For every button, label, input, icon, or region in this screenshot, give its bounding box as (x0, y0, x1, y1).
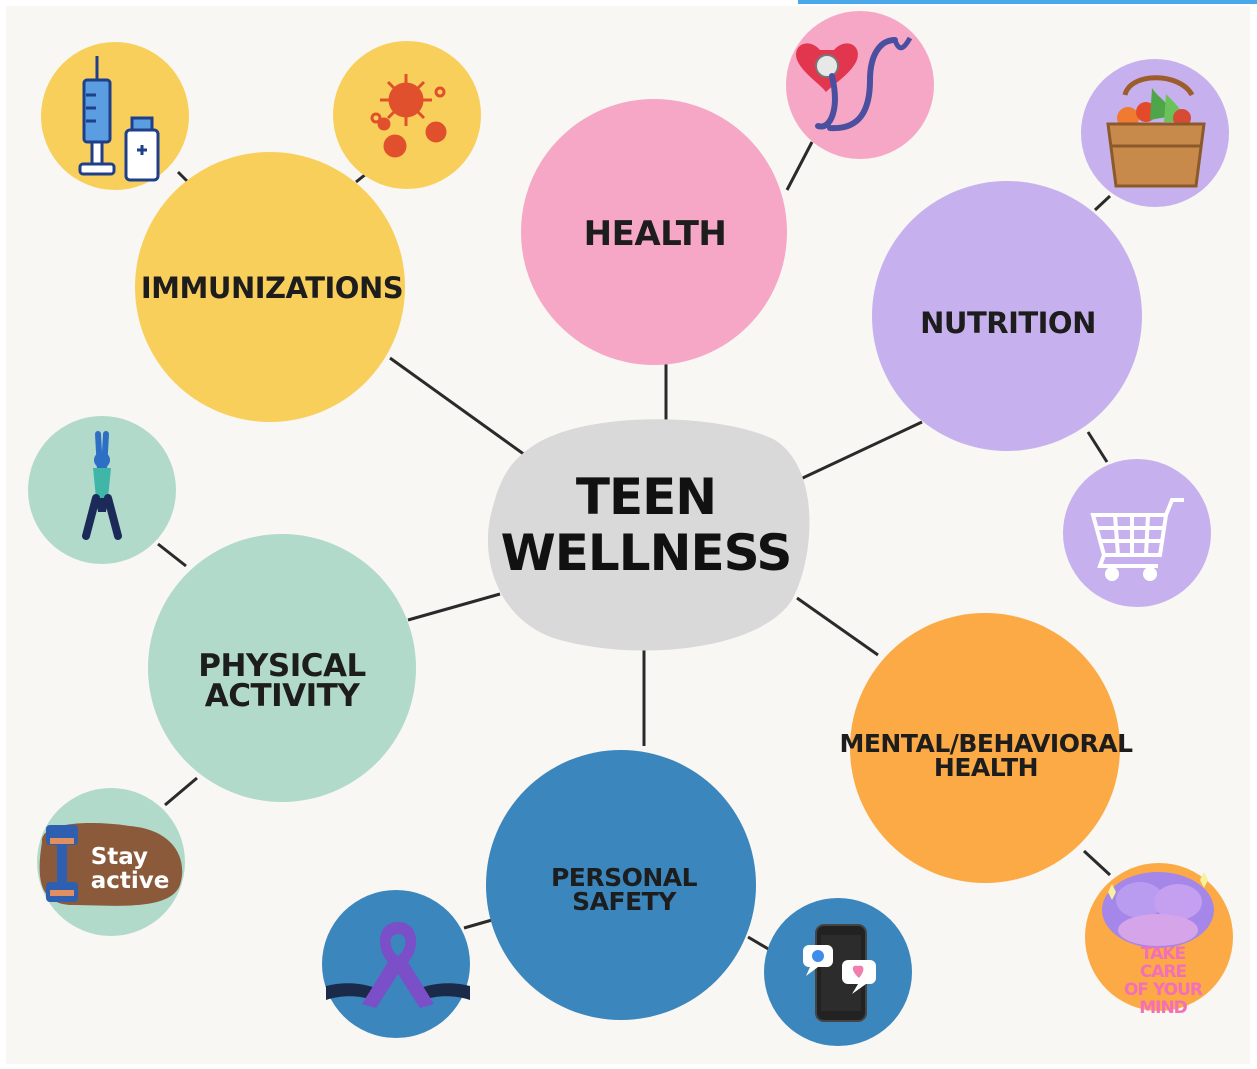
take-care-sticker: TAKE CARE OF YOUR MIND (1116, 945, 1210, 1017)
mental-health-label-line1: MENTAL/BEHAVIORAL (839, 729, 1133, 758)
connector-nutrition (791, 420, 923, 485)
health-node (521, 99, 787, 365)
mental-health-node (850, 613, 1120, 883)
take-care-line2: OF YOUR (1123, 980, 1203, 1000)
center-blob (487, 419, 810, 651)
brain-icon (1102, 872, 1214, 948)
shopping-cart-icon (1090, 498, 1184, 581)
mental-health-label-line2: HEALTH (933, 753, 1039, 782)
personal-safety-node (486, 750, 756, 1020)
immunizations-label: IMMUNIZATIONS (140, 271, 404, 305)
connector-mental (796, 596, 879, 657)
syringe-icon (78, 56, 160, 182)
virus-icon (370, 74, 447, 158)
take-care-line3: MIND (1139, 998, 1188, 1018)
physical-activity-label-line1: PHYSICAL (198, 648, 366, 684)
top-accent-bar (798, 0, 1257, 4)
center-title-line1: TEEN (575, 468, 717, 526)
connector-immunizations (389, 356, 526, 457)
center-title-line2: WELLNESS (500, 524, 793, 582)
personal-safety-label-line2: SAFETY (572, 887, 676, 916)
connector-phone (747, 935, 771, 952)
connector-brain (1082, 849, 1112, 877)
stay-active-line1: Stay (90, 844, 149, 870)
smartphone-icon (803, 924, 876, 1022)
physical-activity-label: PHYSICAL ACTIVITY (198, 648, 366, 714)
stay-active-line2: active (90, 868, 170, 894)
connector-stethoscope (785, 141, 814, 191)
stretching-person-icon (82, 431, 122, 540)
physical-activity-node (148, 534, 416, 802)
immunizations-node (135, 152, 405, 422)
personal-safety-label-line1: PERSONAL (550, 863, 698, 892)
dumbbell-icon (39, 823, 183, 906)
mental-health-label: MENTAL/BEHAVIORAL HEALTH (839, 729, 1133, 782)
connector-basket (1093, 194, 1112, 212)
stethoscope-icon (796, 36, 913, 132)
connector-dumbbell (164, 776, 198, 807)
connector-ribbon (463, 918, 493, 930)
center-title: TEEN WELLNESS (500, 468, 793, 582)
connector-physical (407, 592, 501, 622)
vegetable-basket-icon (1106, 75, 1206, 188)
take-care-line1: TAKE CARE (1139, 944, 1187, 982)
physical-activity-label-line2: ACTIVITY (204, 678, 360, 714)
stay-active-sticker: Stay active (91, 845, 170, 893)
nutrition-node (872, 181, 1142, 451)
nutrition-label: NUTRITION (920, 306, 1096, 340)
connector-exercise (157, 542, 187, 568)
cart-circle (1063, 459, 1211, 607)
connector-cart (1086, 431, 1109, 463)
stethoscope-circle (786, 11, 934, 159)
health-label: HEALTH (583, 214, 727, 254)
personal-safety-label: PERSONAL SAFETY (550, 863, 698, 916)
awareness-ribbon-icon (326, 922, 470, 1008)
